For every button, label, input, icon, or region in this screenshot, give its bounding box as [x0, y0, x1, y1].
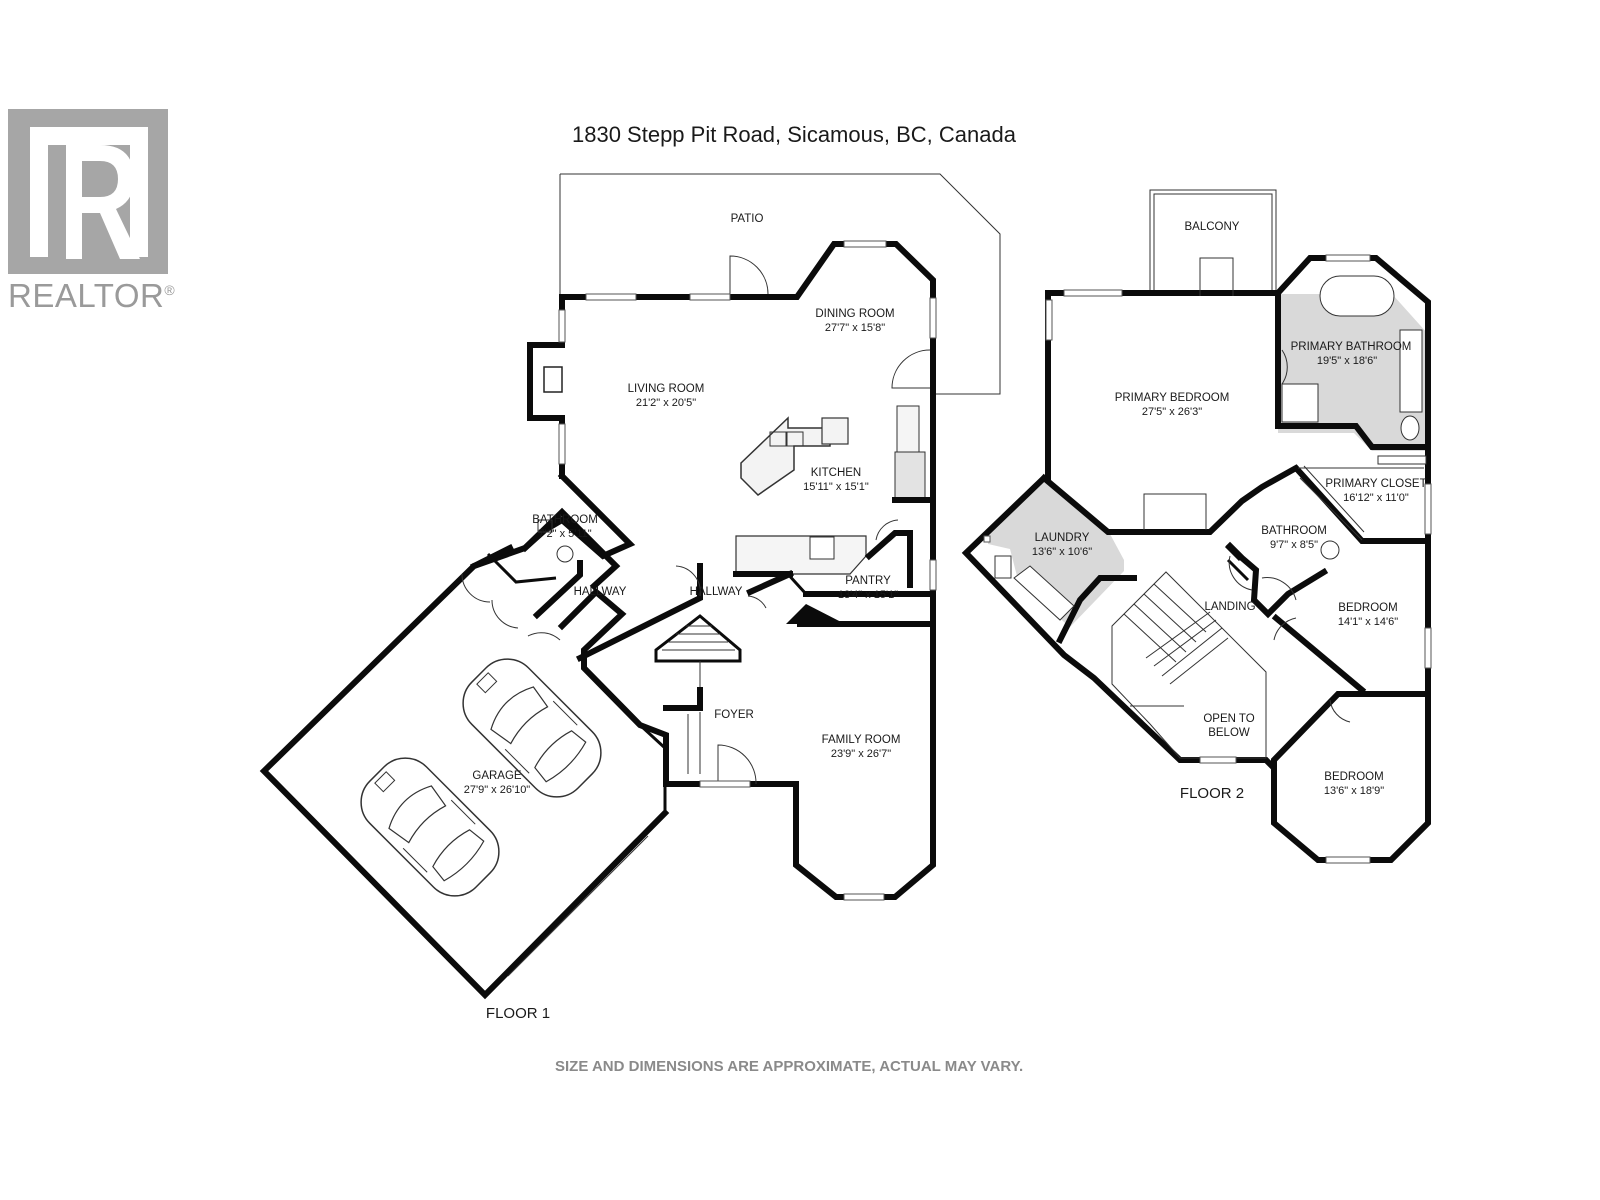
- room-name: PRIMARY BATHROOM: [1291, 341, 1412, 353]
- room-name: HALLWAY: [690, 586, 743, 598]
- car-icon: [462, 658, 602, 798]
- room-dims: 19'5" x 18'6": [1317, 355, 1377, 367]
- realtor-logo-text: REALTOR®: [8, 277, 176, 314]
- room-dims: 27'5" x 26'3": [1142, 406, 1202, 418]
- room-name: BALCONY: [1185, 221, 1240, 233]
- room-dims: 27'9" x 26'10": [464, 784, 531, 796]
- room-name: PANTRY: [845, 575, 891, 587]
- patio-outline: [560, 173, 1001, 395]
- room-dims: 21'2" x 20'5": [636, 397, 696, 409]
- room-name: BATHROOM: [1261, 525, 1327, 537]
- room-name: FOYER: [714, 709, 754, 721]
- room-name: DINING ROOM: [815, 308, 894, 320]
- room-dims: BELOW: [1208, 727, 1250, 739]
- room-name: LIVING ROOM: [628, 383, 705, 395]
- room-name: OPEN TO: [1203, 713, 1254, 725]
- room-dims: 13'6" x 10'6": [1032, 546, 1092, 558]
- room-name: BATHROOM: [532, 514, 598, 526]
- room-dims: 27'7" x 15'8": [825, 322, 885, 334]
- room-dims: 14'1" x 14'6": [1338, 616, 1398, 628]
- floor-2-plan: [961, 189, 1432, 864]
- room-name: PATIO: [731, 213, 764, 225]
- room-dims: 15'11" x 15'1": [803, 481, 869, 493]
- room-name: HALLWAY: [574, 586, 627, 598]
- room-name: BEDROOM: [1324, 771, 1383, 783]
- room-name: PRIMARY CLOSET: [1325, 478, 1426, 490]
- room-dims: 23'9" x 26'7": [831, 748, 891, 760]
- room-dims: 13'4" x 15'1": [838, 589, 898, 601]
- room-name: GARAGE: [472, 770, 522, 782]
- room-name: FAMILY ROOM: [822, 734, 901, 746]
- car-icon: [360, 757, 500, 897]
- room-dims: 16'12" x 11'0": [1343, 492, 1409, 504]
- realtor-logo: REALTOR®: [8, 109, 175, 314]
- room-dims: 13'6" x 18'9": [1324, 785, 1384, 797]
- room-name: KITCHEN: [811, 467, 861, 479]
- room-dims: 7'2" x 5'11": [538, 528, 591, 540]
- floor-1-plan: [259, 173, 1001, 1000]
- room-name: LANDING: [1204, 601, 1255, 613]
- room-name: LAUNDRY: [1035, 532, 1090, 544]
- room-dims: 9'7" x 8'5": [1270, 539, 1318, 551]
- floor-label: FLOOR 1: [486, 1005, 550, 1022]
- realtor-logo-mark: [8, 109, 168, 274]
- room-name: BEDROOM: [1338, 602, 1397, 614]
- room-name: PRIMARY BEDROOM: [1115, 392, 1230, 404]
- floor-label: FLOOR 2: [1180, 785, 1244, 802]
